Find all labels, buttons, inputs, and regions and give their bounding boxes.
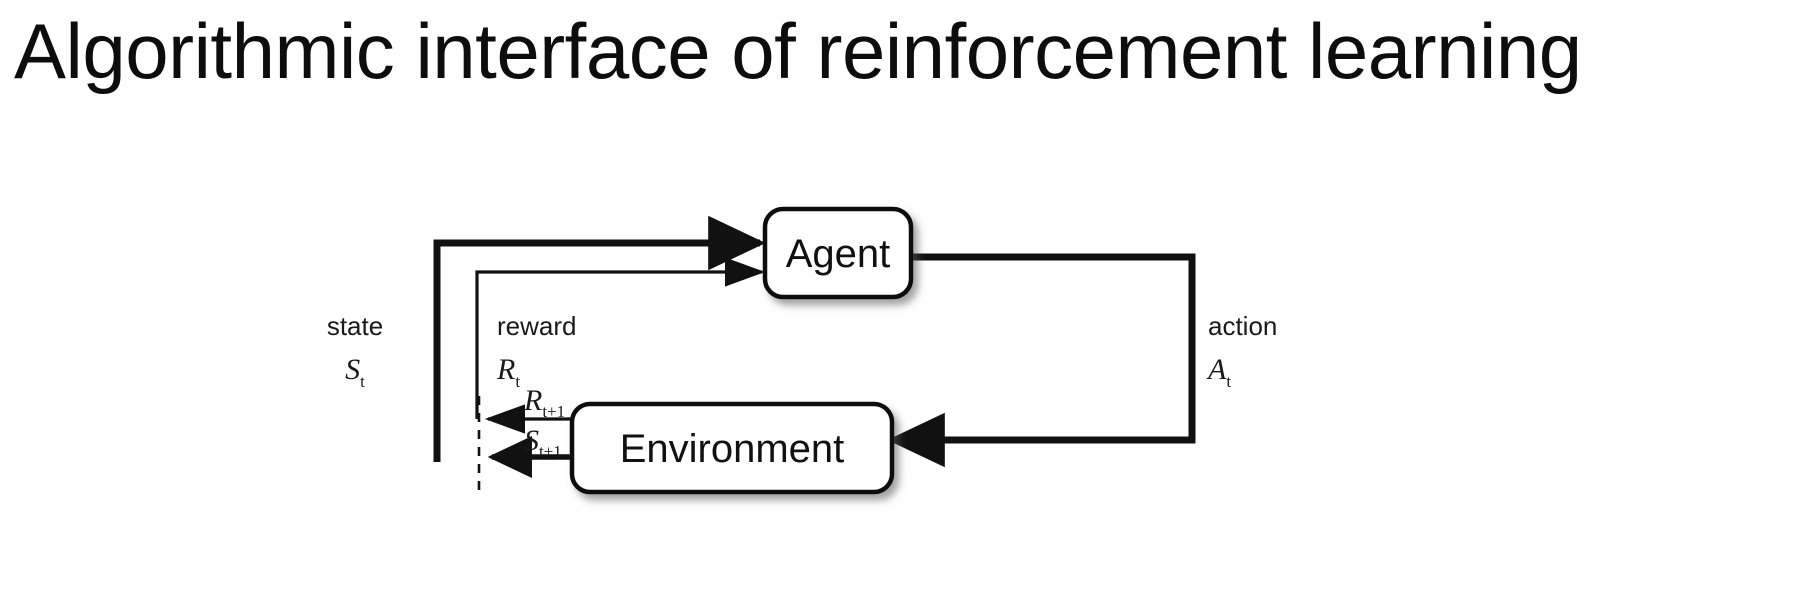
state-symbol-subscript: t (360, 372, 365, 391)
state-label-text: state (327, 311, 383, 341)
reward-symbol-subscript: t (515, 372, 520, 391)
reward-label-text: reward (497, 311, 576, 341)
edge-action-loop (793, 253, 1196, 468)
node-group: Agent Environment (569, 206, 914, 495)
action-label-text: action (1208, 311, 1277, 341)
edge-reward-loop (475, 257, 766, 419)
action-label-symbol: At (1206, 353, 1231, 391)
environment-label: Environment (620, 427, 845, 471)
agent-label: Agent (786, 232, 891, 276)
action-symbol: A (1206, 353, 1227, 386)
action-symbol-subscript: t (1226, 372, 1231, 391)
reward-out-subscript: t+1 (542, 402, 565, 421)
state-out-subscript: t+1 (539, 442, 562, 461)
state-label-symbol: St (345, 353, 365, 391)
reward-symbol: R (496, 353, 515, 386)
node-environment[interactable]: Environment (569, 401, 895, 495)
agent-box[interactable] (762, 206, 914, 300)
edge-group (433, 215, 1196, 490)
reward-label-symbol: Rt (496, 353, 520, 391)
state-symbol: S (345, 353, 360, 386)
edge-state-loop (433, 215, 766, 462)
reward-out-symbol: R (523, 384, 542, 417)
state-out-label: St+1 (524, 424, 562, 461)
edge-label-group: state St reward Rt action At Rt+1 St+1 (327, 311, 1278, 461)
page-title: Algorithmic interface of reinforcement l… (14, 7, 1582, 95)
state-out-symbol: S (524, 424, 539, 457)
environment-box[interactable] (569, 401, 895, 495)
node-agent[interactable]: Agent (762, 206, 914, 300)
reward-out-label: Rt+1 (523, 384, 565, 421)
